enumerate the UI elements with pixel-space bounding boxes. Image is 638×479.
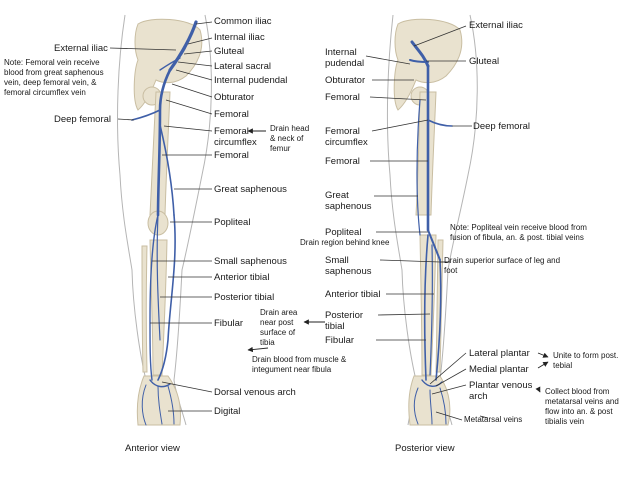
label-external-iliac-left: External iliac	[54, 43, 108, 54]
label-small-saphenous: Small saphenous	[214, 256, 287, 267]
label-great-saphenous: Great saphenous	[214, 184, 287, 195]
label-dorsal-venous-arch: Dorsal venous arch	[214, 387, 296, 398]
posterior-view-label: Posterior view	[395, 443, 455, 454]
anterior-leader-lines	[109, 21, 213, 412]
label-popliteal: Popliteal	[214, 217, 251, 228]
label-posterior-tibial-right: Posterior tibial	[325, 310, 364, 332]
label-femoral-lower-right: Femoral	[325, 156, 360, 167]
note-femoral-vein: Note: Femoral vein receive blood from gr…	[4, 58, 104, 97]
label-great-saphenous-right: Great saphenous	[325, 190, 372, 212]
label-obturator-right: Obturator	[325, 75, 366, 86]
note-drain-head: Drain head & neck of femur	[270, 124, 310, 153]
label-obturator: Obturator	[214, 92, 255, 103]
note-drain-superior: Drain superior surface of leg and foot	[444, 256, 561, 275]
label-lateral-sacral: Lateral sacral	[214, 61, 272, 72]
note-drain-area: Drain area near post surface of tibia	[260, 308, 298, 347]
label-small-saphenous-right: Small saphenous	[325, 255, 372, 277]
label-femoral: Femoral	[214, 109, 249, 120]
label-anterior-tibial-right: Anterior tibial	[325, 289, 381, 300]
label-femoral-circumflex-right: Femoral circumflex	[325, 126, 368, 148]
label-femoral-circumflex: Femoral circumflex	[214, 126, 257, 148]
label-internal-iliac: Internal iliac	[214, 32, 265, 43]
note-collect: Collect blood from metatarsal veins and …	[545, 387, 619, 426]
label-metatarsal-veins: Metatarsal veins	[464, 415, 523, 424]
note-popliteal-vein: Note: Popliteal vein receive blood from …	[450, 223, 587, 242]
label-anterior-tibial: Anterior tibial	[214, 272, 270, 283]
label-femoral-lower: Femoral	[214, 150, 249, 161]
label-medial-plantar: Medial plantar	[469, 364, 529, 375]
label-gluteal-right: Gluteal	[469, 56, 500, 67]
anterior-veins	[131, 20, 198, 426]
label-gluteal: Gluteal	[214, 46, 245, 57]
label-femoral-right: Femoral	[325, 92, 360, 103]
note-arrows	[247, 128, 549, 419]
note-drain-muscle: Drain blood from muscle & integument nea…	[252, 355, 347, 374]
label-plantar-venous-arch: Plantar venous arch	[469, 380, 533, 402]
label-lateral-plantar: Lateral plantar	[469, 348, 530, 359]
anterior-fibula	[141, 245, 148, 373]
label-fibular-right: Fibular	[325, 335, 355, 346]
label-posterior-tibial: Posterior tibial	[214, 292, 275, 303]
posterior-femur	[415, 91, 437, 216]
note-drain-region: Drain region behind knee	[300, 238, 390, 247]
anterior-view-label: Anterior view	[125, 443, 180, 454]
posterior-leader-lines	[365, 25, 472, 421]
label-deep-femoral-right: Deep femoral	[473, 121, 531, 132]
label-deep-femoral-left: Deep femoral	[54, 114, 112, 125]
posterior-tibia	[419, 234, 437, 376]
posterior-veins	[409, 40, 453, 425]
label-popliteal-right: Popliteal	[325, 227, 362, 238]
label-internal-pudendal-right: Internal pudendal	[325, 47, 365, 69]
label-external-iliac-right: External iliac	[469, 20, 523, 31]
label-common-iliac: Common iliac	[214, 16, 272, 27]
label-internal-pudendal: Internal pudendal	[214, 75, 288, 86]
label-fibular: Fibular	[214, 318, 244, 329]
note-unite: Unite to form post. tebial	[553, 351, 619, 370]
label-digital: Digital	[214, 406, 241, 417]
